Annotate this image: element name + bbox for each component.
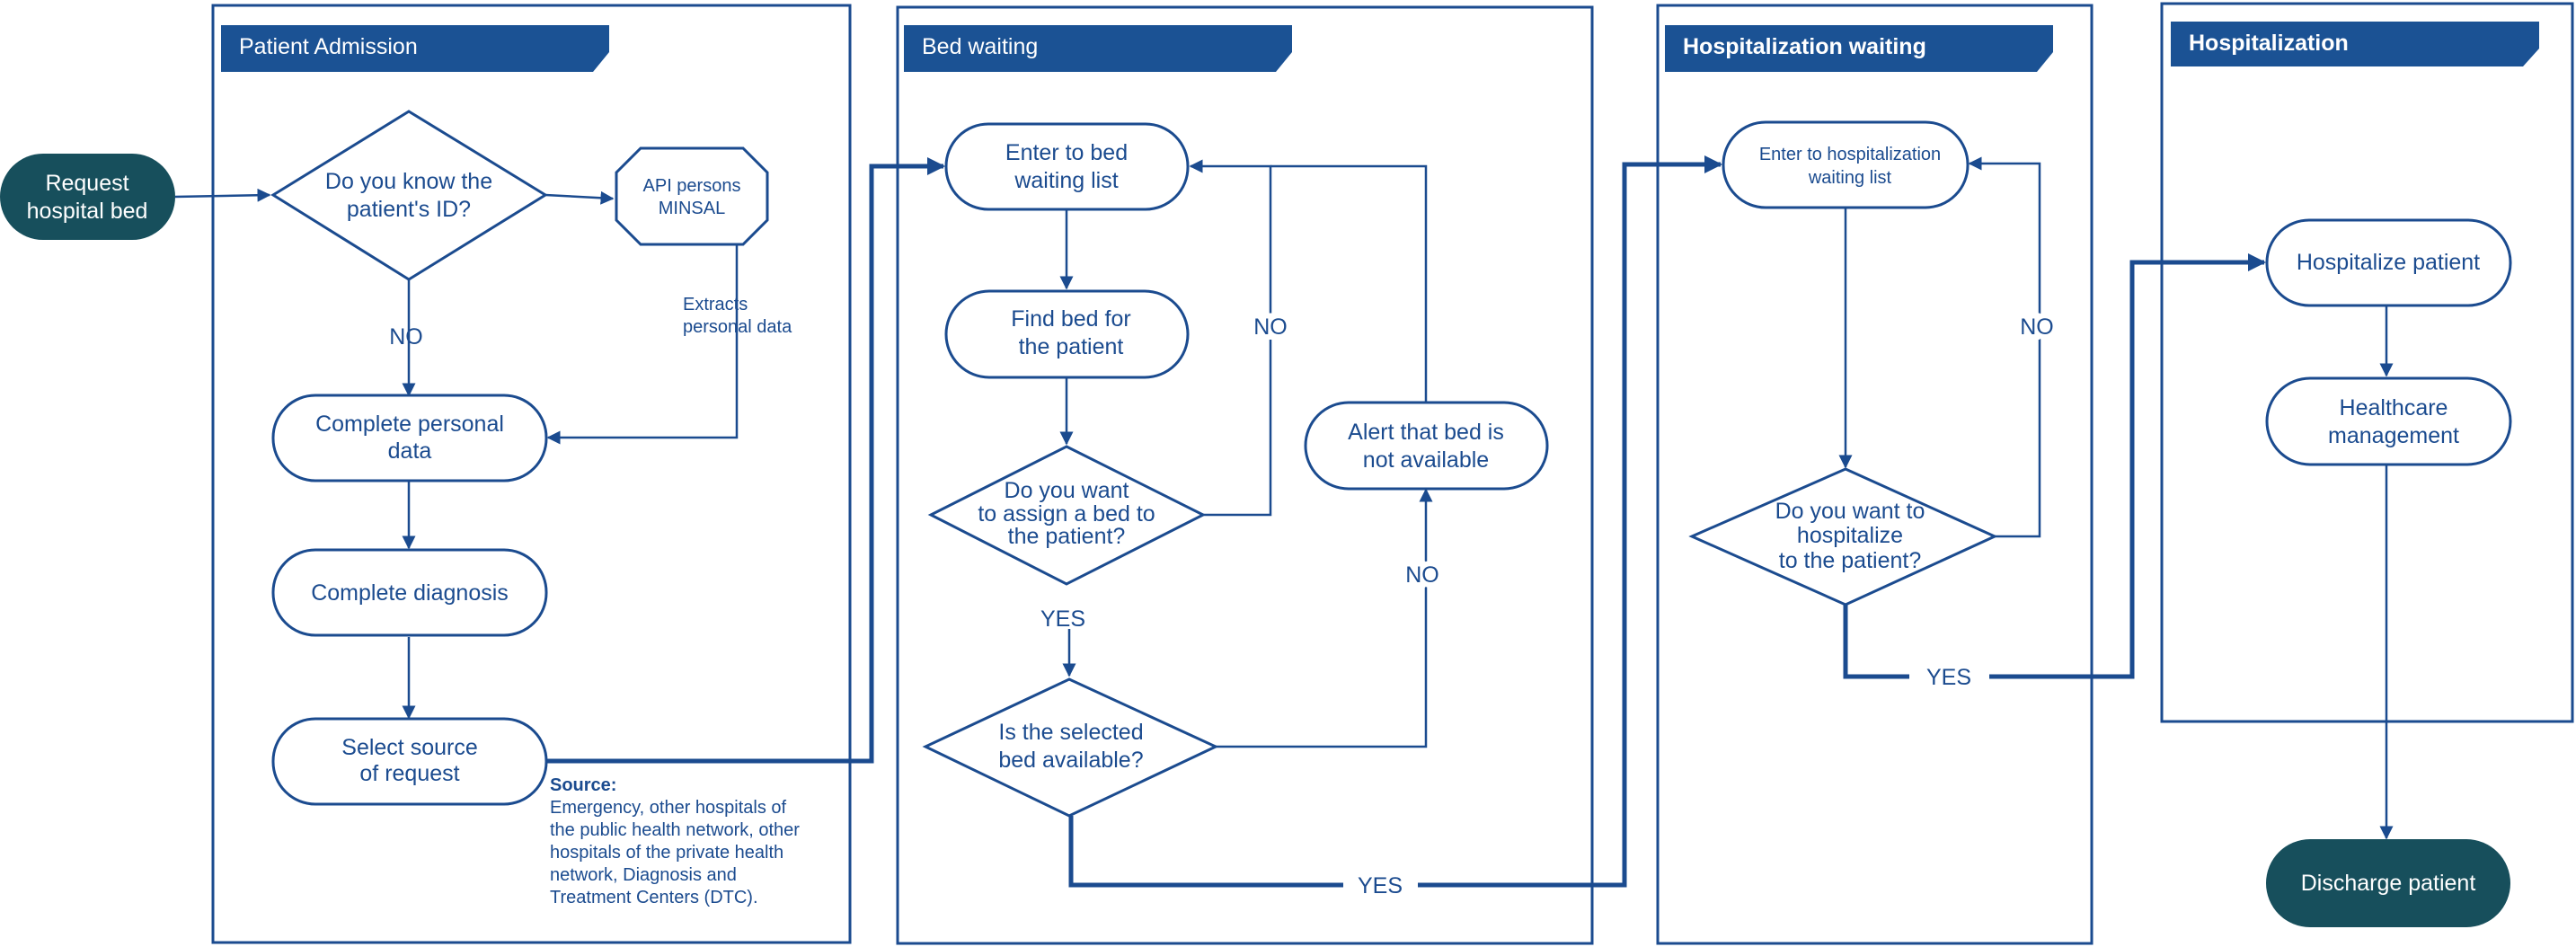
node-assign-bed-decision: Do you want to assign a bed to the patie… — [927, 445, 1207, 586]
svg-text:the patient?: the patient? — [1008, 524, 1126, 549]
svg-text:Complete personal: Complete personal — [315, 412, 504, 437]
svg-text:Complete diagnosis: Complete diagnosis — [311, 580, 509, 606]
label-yes-assign: YES — [1040, 606, 1085, 632]
lane-title-patient-admission: Patient Admission — [239, 34, 418, 59]
svg-text:MINSAL: MINSAL — [659, 199, 725, 218]
source-note-line: network, Diagnosis and — [550, 865, 737, 885]
svg-text:Discharge patient: Discharge patient — [2301, 871, 2476, 896]
lane-title-bed-waiting: Bed waiting — [922, 34, 1038, 59]
label-no-hospitalize: NO — [2020, 314, 2054, 340]
node-healthcare-management: Healthcare management — [2265, 376, 2512, 466]
edge-want-no — [1968, 156, 2041, 538]
lane-hospitalization: Hospitalization — [2160, 2, 2574, 723]
node-enter-hospitalization-waiting-list: Enter to hospitalization waiting list — [1722, 120, 1970, 209]
source-note-line: the public health network, other — [550, 820, 800, 840]
label-extracts-2: personal data — [683, 317, 792, 337]
label-yes-available: YES — [1358, 873, 1403, 898]
edge-want-yes-a — [1843, 605, 1909, 679]
node-discharge-patient: Discharge patient — [2266, 839, 2510, 927]
edge-api-to-personal — [546, 243, 739, 445]
edge-request-to-know-id — [174, 188, 271, 202]
svg-text:to the patient?: to the patient? — [1779, 548, 1921, 573]
node-know-patient-id: Do you know the patient's ID? — [270, 110, 548, 281]
edge-source-to-bedlist — [546, 157, 945, 764]
edge-know-id-to-api — [544, 190, 615, 205]
svg-text:Healthcare: Healthcare — [2340, 395, 2448, 420]
lane-bed-waiting: Bed waiting — [896, 5, 1594, 945]
svg-text:Hospitalize patient: Hospitalize patient — [2297, 250, 2480, 275]
svg-text:patient's ID?: patient's ID? — [347, 197, 471, 222]
node-api-persons-minsal: API persons MINSAL — [615, 146, 769, 246]
node-find-bed: Find bed for the patient — [944, 289, 1190, 379]
label-yes-hospitalize: YES — [1926, 665, 1971, 690]
svg-text:Find bed for: Find bed for — [1011, 306, 1130, 332]
svg-text:API persons: API persons — [643, 176, 741, 196]
svg-text:Do you know the: Do you know the — [325, 169, 492, 194]
node-request-hospital-bed: Request hospital bed — [0, 154, 175, 240]
node-enter-bed-waiting-list: Enter to bed waiting list — [944, 122, 1190, 211]
svg-text:not available: not available — [1363, 447, 1489, 473]
svg-text:of request: of request — [359, 761, 459, 786]
label-no-assign: NO — [1253, 314, 1288, 340]
edge-available-yes-b — [1418, 155, 1722, 888]
svg-text:the patient: the patient — [1019, 334, 1124, 359]
edge-want-yes-b — [1989, 253, 2266, 679]
source-note-title: Source: — [550, 775, 616, 795]
svg-text:Enter to bed: Enter to bed — [1005, 140, 1128, 165]
svg-text:waiting list: waiting list — [1014, 168, 1118, 193]
node-select-source: Select source of request — [271, 717, 548, 806]
source-note-line: Treatment Centers (DTC). — [550, 888, 758, 907]
edge-available-no — [1216, 488, 1433, 748]
node-hospitalize-decision: Do you want to hospitalize to the patien… — [1688, 467, 1998, 606]
node-bed-available-decision: Is the selected bed available? — [922, 677, 1219, 818]
svg-text:Do you want: Do you want — [1005, 478, 1129, 503]
svg-text:Enter to hospitalization: Enter to hospitalization — [1759, 145, 1941, 164]
svg-text:Is the selected: Is the selected — [998, 720, 1143, 745]
node-alert-bed-not-available: Alert that bed is not available — [1304, 401, 1549, 491]
node-hospitalize-patient: Hospitalize patient — [2265, 218, 2512, 307]
lane-title-hospitalization-waiting: Hospitalization waiting — [1683, 34, 1926, 59]
source-note-line: hospitals of the private health — [550, 843, 783, 863]
source-note-line: Emergency, other hospitals of — [550, 798, 787, 818]
svg-text:bed available?: bed available? — [998, 748, 1143, 773]
svg-text:data: data — [388, 438, 432, 464]
svg-text:to assign a bed to: to assign a bed to — [978, 501, 1155, 527]
label-extracts-1: Extracts — [683, 295, 748, 314]
svg-text:Select source: Select source — [341, 735, 477, 760]
svg-text:hospitalize: hospitalize — [1797, 523, 1903, 548]
node-complete-personal-data: Complete personal data — [271, 394, 548, 482]
svg-text:Request: Request — [45, 171, 128, 196]
svg-text:waiting list: waiting list — [1808, 168, 1892, 188]
svg-text:Alert that bed is: Alert that bed is — [1348, 420, 1504, 445]
svg-text:Do you want to: Do you want to — [1775, 499, 1925, 524]
lane-title-hospitalization: Hospitalization — [2189, 31, 2349, 56]
label-no-available: NO — [1405, 562, 1439, 588]
svg-text:hospital bed: hospital bed — [27, 199, 148, 224]
edge-available-yes-a — [1068, 816, 1343, 888]
node-complete-diagnosis: Complete diagnosis — [271, 548, 548, 637]
lane-patient-admission: Patient Admission — [211, 4, 852, 944]
edge-assign-no — [1189, 159, 1272, 517]
label-no-know-id: NO — [389, 324, 423, 350]
svg-text:management: management — [2328, 423, 2459, 448]
lane-hospitalization-waiting: Hospitalization waiting — [1656, 4, 2094, 945]
edge-alert-to-bedlist — [1270, 164, 1428, 403]
